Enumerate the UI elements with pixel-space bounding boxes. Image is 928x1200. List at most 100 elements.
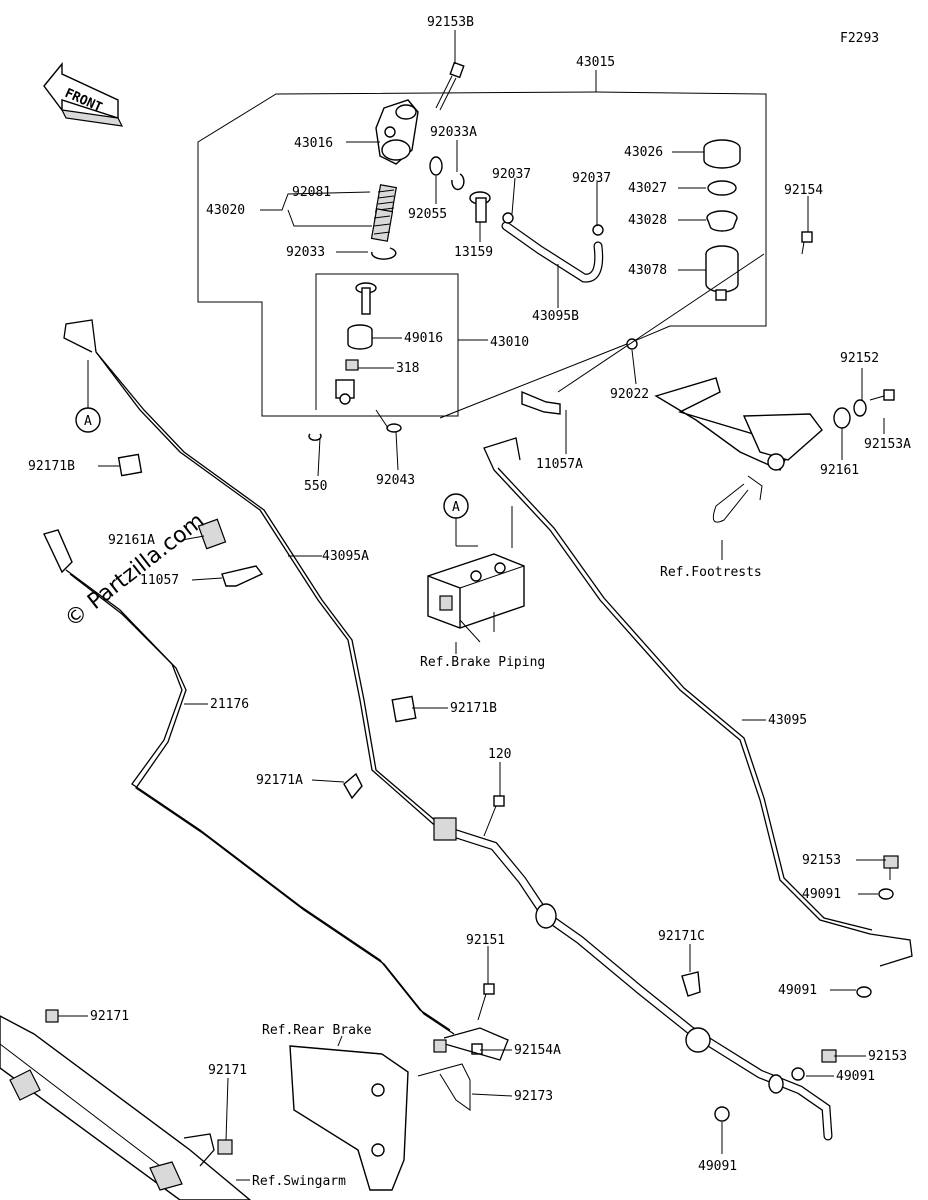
label-49016: 49016 bbox=[404, 331, 443, 346]
oring-92055 bbox=[429, 156, 443, 176]
circlip-92033 bbox=[371, 247, 397, 260]
label-21176: 21176 bbox=[210, 697, 249, 712]
circlip-92033A bbox=[451, 173, 465, 191]
label-92173: 92173 bbox=[514, 1089, 553, 1104]
ref-swingarm: Ref.Swingarm bbox=[252, 1174, 346, 1189]
rear-brake bbox=[289, 1027, 509, 1191]
washer-49091-d bbox=[714, 1106, 730, 1122]
label-11057A: 11057A bbox=[536, 457, 583, 472]
label-120: 120 bbox=[488, 747, 511, 762]
washer-49091-b bbox=[856, 986, 872, 998]
label-43015: 43015 bbox=[576, 55, 615, 70]
label-49091-d: 49091 bbox=[698, 1159, 737, 1174]
marker-a-abs: A bbox=[443, 493, 469, 519]
swingarm bbox=[0, 1009, 252, 1200]
hose-43095B bbox=[501, 221, 604, 283]
clamp-92037-b bbox=[592, 224, 604, 236]
label-92043: 92043 bbox=[376, 473, 415, 488]
label-13159: 13159 bbox=[454, 245, 493, 260]
abs-unit bbox=[427, 553, 525, 643]
svg-text:A: A bbox=[84, 414, 92, 429]
reservoir-43078 bbox=[705, 245, 739, 301]
label-43095: 43095 bbox=[768, 713, 807, 728]
assembly-outline-43015 bbox=[197, 70, 767, 419]
plate-43027 bbox=[707, 180, 737, 196]
grommet-92161A bbox=[197, 518, 227, 550]
reservoir-cap-43026 bbox=[703, 139, 741, 169]
label-92161A: 92161A bbox=[108, 533, 155, 548]
bolt-92153A bbox=[869, 389, 895, 401]
rear-hose bbox=[433, 817, 833, 1141]
label-92171B-left: 92171B bbox=[28, 459, 75, 474]
label-92171B-mid: 92171B bbox=[450, 701, 497, 716]
label-49091-b: 49091 bbox=[778, 983, 817, 998]
diagram-id: F2293 bbox=[840, 31, 879, 46]
bolt-92151 bbox=[477, 983, 495, 1021]
label-92055: 92055 bbox=[408, 207, 447, 222]
bolt-92153B bbox=[435, 61, 465, 111]
washer-49091-a bbox=[878, 888, 894, 900]
label-43095B: 43095B bbox=[532, 309, 579, 324]
nut-318 bbox=[345, 359, 359, 371]
label-92154A: 92154A bbox=[514, 1043, 561, 1058]
label-43016: 43016 bbox=[294, 136, 333, 151]
reference-labels: Ref.Footrests Ref.Brake Piping Ref.Rear … bbox=[252, 565, 762, 1189]
ref-brake-piping: Ref.Brake Piping bbox=[420, 655, 545, 670]
label-43078: 43078 bbox=[628, 263, 667, 278]
label-92033: 92033 bbox=[286, 245, 325, 260]
clamp-92171C bbox=[681, 971, 701, 997]
label-11057: 11057 bbox=[140, 573, 179, 588]
clamp-92171B-left bbox=[117, 453, 143, 477]
pushrod-43010 bbox=[355, 282, 377, 315]
bolt-92153-upper bbox=[883, 855, 899, 880]
label-92153-lower: 92153 bbox=[868, 1049, 907, 1064]
joint-clevis bbox=[335, 379, 355, 405]
ref-rear-brake: Ref.Rear Brake bbox=[262, 1023, 372, 1038]
label-43010: 43010 bbox=[490, 335, 529, 350]
marker-a-left: A bbox=[75, 407, 101, 433]
brake-pedal bbox=[654, 377, 823, 523]
label-92151: 92151 bbox=[466, 933, 505, 948]
watermark: © Partzilla.com bbox=[60, 509, 209, 633]
brake-line-43095 bbox=[483, 437, 913, 967]
master-cylinder-43016 bbox=[375, 99, 419, 165]
svg-text:A: A bbox=[452, 500, 460, 515]
label-92037a: 92037 bbox=[492, 167, 531, 182]
label-92171-top: 92171 bbox=[90, 1009, 129, 1024]
sensor-21176 bbox=[43, 529, 73, 574]
label-92171A: 92171A bbox=[256, 773, 303, 788]
diaphragm-43028 bbox=[706, 210, 738, 232]
label-92081: 92081 bbox=[292, 185, 331, 200]
boot-49016 bbox=[347, 324, 373, 350]
clamp-11057A bbox=[521, 390, 561, 415]
label-43026: 43026 bbox=[624, 145, 663, 160]
pin-92043 bbox=[375, 409, 402, 433]
label-92153B: 92153B bbox=[427, 15, 474, 30]
ref-footrests: Ref.Footrests bbox=[660, 565, 762, 580]
brake-line-43095A bbox=[63, 319, 441, 831]
label-92161: 92161 bbox=[820, 463, 859, 478]
bolt-120 bbox=[483, 795, 505, 837]
label-92033A: 92033A bbox=[430, 125, 477, 140]
label-43020: 43020 bbox=[206, 203, 245, 218]
label-92153A: 92153A bbox=[864, 437, 911, 452]
label-92171-low: 92171 bbox=[208, 1063, 247, 1078]
label-92022: 92022 bbox=[610, 387, 649, 402]
piston-43020 bbox=[370, 208, 394, 242]
label-92152: 92152 bbox=[840, 351, 879, 366]
label-43095A: 43095A bbox=[322, 549, 369, 564]
leader-lines bbox=[58, 30, 886, 1181]
fitting-13159 bbox=[469, 191, 491, 223]
clamp-92037-a bbox=[502, 212, 514, 224]
bolt-92153-lower bbox=[821, 1049, 837, 1063]
label-550: 550 bbox=[304, 479, 327, 494]
label-49091-c: 49091 bbox=[836, 1069, 875, 1084]
washer-92022 bbox=[626, 338, 638, 350]
label-318: 318 bbox=[396, 361, 419, 376]
label-43028: 43028 bbox=[628, 213, 667, 228]
spring-92081 bbox=[374, 184, 398, 216]
washer-49091-c bbox=[791, 1067, 805, 1081]
label-92153-upper: 92153 bbox=[802, 853, 841, 868]
bolt-92154A bbox=[471, 1043, 483, 1055]
